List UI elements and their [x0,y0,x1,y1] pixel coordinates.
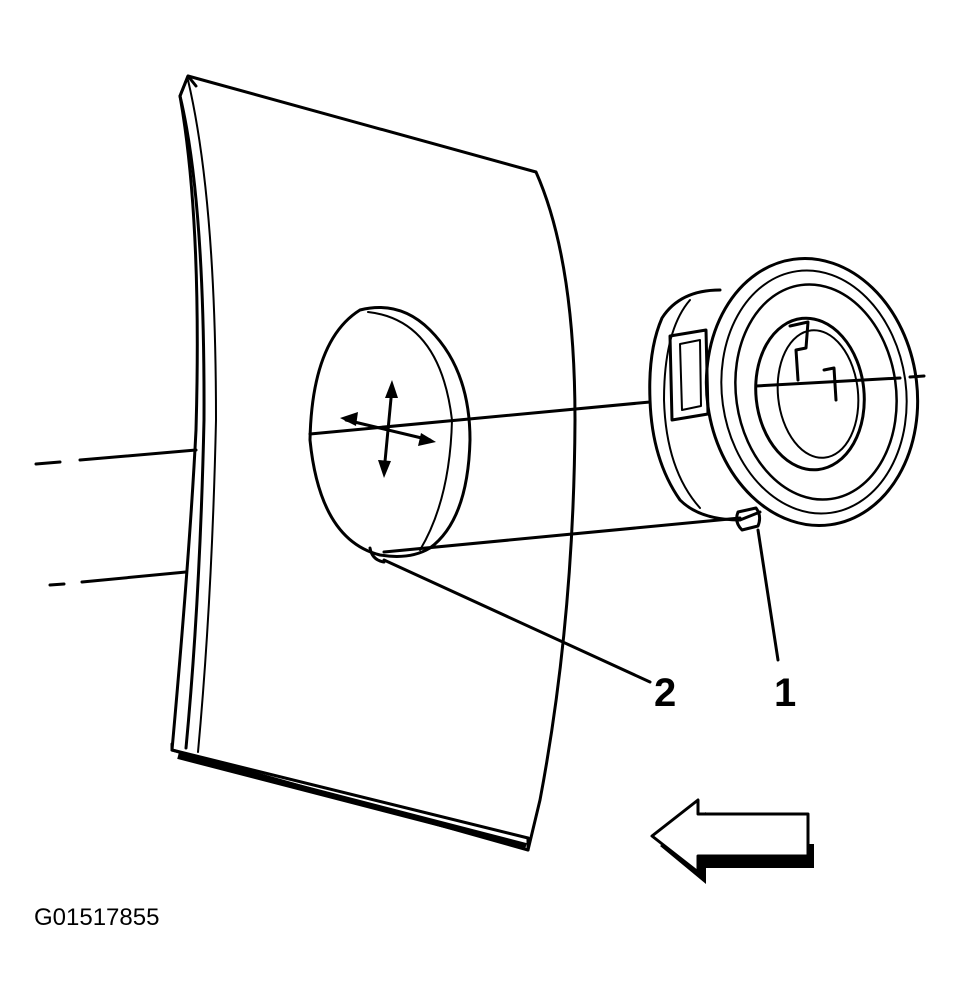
direction-arrow-outline [650,798,810,874]
callout-1: 1 [774,671,796,715]
bore-outer [308,306,472,558]
flange-outer [704,257,920,527]
keyway-slot [788,320,838,402]
leader-line-2 [382,558,652,684]
housing-rear-ridge [663,299,701,509]
lock-cylinder-housing [648,257,920,532]
panel-bottom-corner [170,742,530,852]
housing-tab-inner [679,339,702,411]
alignment-arrows [340,380,436,478]
arrow-head-left [340,412,358,426]
axis-line-lower [382,516,742,554]
panel-bottom-edge-shadow [177,753,527,849]
leader-lines [382,528,780,684]
bore-inner-rim [367,311,453,551]
horizontal-arrow-shaft [344,418,432,442]
locating-pin [735,506,762,532]
arrow-head-right [418,433,436,446]
axis-line-right [754,376,902,388]
left-dash-upper [34,460,62,466]
panel-bottom-edge [170,748,530,840]
flange-rim-1 [720,269,908,515]
keyway-opening [754,316,866,472]
housing-rear-body [648,288,762,522]
bore-notch [368,546,386,564]
panel-bore [308,306,472,564]
left-dash-lower [48,582,66,587]
panel-left-edge [178,94,206,750]
left-line-lower [80,570,188,584]
centerlines [34,374,926,587]
callout-2: 2 [654,671,676,715]
panel-top-corner [178,74,198,98]
housing-tab [668,328,710,422]
arrow-head-up [385,380,398,398]
axis-line-upper [308,400,652,436]
direction-arrow [650,798,814,884]
leader-line-1 [756,528,780,662]
left-line-upper [78,448,198,462]
arrow-head-down [378,460,391,478]
keyway-inner [776,329,860,459]
panel-face [170,74,577,852]
trim-panel [170,74,577,852]
figure-id: G01517855 [34,904,159,931]
panel-left-edge-inner [187,79,217,753]
flange-rim-2 [734,283,898,501]
